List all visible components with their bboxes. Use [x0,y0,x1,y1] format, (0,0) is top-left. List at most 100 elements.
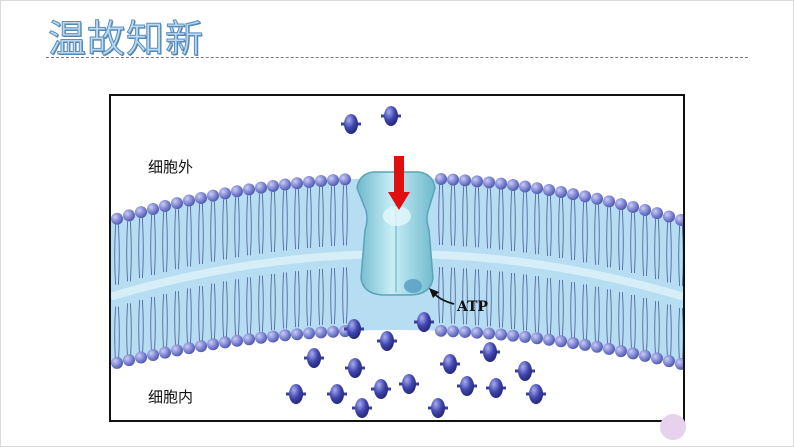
lipid-head [531,182,543,195]
lipid-head [171,344,183,357]
lipid-head [123,354,135,367]
lipid-head [543,333,555,346]
solute-molecule [286,384,306,404]
lipid-head [447,325,459,338]
lipid-tail [598,204,600,265]
lipid-tail [214,283,216,340]
lipid-head [663,210,675,223]
lipid-head [135,206,147,219]
solute-molecule [457,376,477,396]
extracellular-label: 细胞外 [148,158,194,176]
lipid-tail [574,282,576,339]
lipid-head [675,357,683,370]
lipid-tail [150,296,152,353]
lipid-head [135,351,147,364]
lipid-tail [462,186,464,247]
lipid-tail [250,195,252,256]
lipid-tail [282,272,284,329]
lipid-head [147,202,159,215]
lipid-tail [150,214,152,275]
lipid-tail [594,286,596,343]
lipid-tail [670,222,672,283]
lipid-head [459,325,471,338]
lipid-tail [474,187,476,248]
lipid-head [591,192,603,205]
solute-molecule [515,361,535,381]
solute-molecule [345,358,365,378]
lipid-head [279,329,291,342]
lipid-tail [654,219,656,280]
lipid-head [471,326,483,339]
lipid-tail [210,201,212,262]
lipid-tail [190,288,192,345]
lipid-head [207,338,219,351]
lipid-tail [342,185,344,246]
lipid-tail [582,202,584,263]
lipid-tail [202,203,204,264]
solute-molecule [486,378,506,398]
lipid-head [435,324,447,337]
lipid-tail [162,293,164,351]
lipid-tail [502,271,504,328]
lipid-tail [286,190,288,251]
lipid-tail [450,185,452,246]
lipid-tail [558,197,560,259]
lipid-tail [202,285,204,342]
lipid-tail [550,277,552,335]
title-divider [46,57,748,58]
lipid-tail [162,211,164,273]
lipid-tail [490,188,492,249]
atp-label: ATP [457,299,489,315]
lipid-tail [318,268,320,326]
lipid-tail [310,188,312,249]
lipid-head [279,178,291,191]
lipid-tail [682,225,683,286]
lipid-tail [526,192,528,253]
lipid-tail [586,284,588,341]
lipid-head [495,177,507,190]
lipid-tail [598,286,600,343]
lipid-head [327,325,339,338]
lipid-head [183,194,195,207]
lipid-tail [478,269,480,326]
molecules [286,106,546,418]
lipid-tail [634,212,636,273]
solute-molecule [371,379,391,399]
lipid-head [663,355,675,368]
lipid-head [579,338,591,351]
lipid-tail [318,186,320,248]
lipid-tail [610,289,612,346]
lipid-tail [330,186,332,247]
lipid-head [519,330,531,343]
lipid-tail [138,300,140,357]
lipid-head [483,327,495,340]
lipid-tail [274,191,276,253]
lipid-tail [586,202,588,263]
lipid-head [195,340,207,353]
lipid-head [639,349,651,362]
lipid-head [327,174,339,187]
lipid-head [243,183,255,196]
lipid-tail [142,300,144,357]
lipid-tail [322,268,324,326]
lipid-tail [606,207,608,268]
lipid-head [219,336,231,349]
lipid-tail [274,273,276,331]
lipid-tail [282,190,284,251]
lipid-tail [538,276,540,333]
lipid-head [639,203,651,216]
lipid-tail [630,212,632,273]
lipid-tail [466,268,468,325]
lipid-head [435,173,447,186]
lipid-tail [334,186,336,247]
solute-molecule [377,331,397,351]
solute-molecule [399,374,419,394]
lipid-head [159,346,171,359]
lipid-tail [490,270,492,327]
solute-molecule [327,384,347,404]
lipid-tail [166,211,168,273]
solute-molecule [344,319,364,339]
lipid-tail [466,186,468,247]
solute-molecule [480,342,500,362]
lipid-tail [262,275,264,332]
